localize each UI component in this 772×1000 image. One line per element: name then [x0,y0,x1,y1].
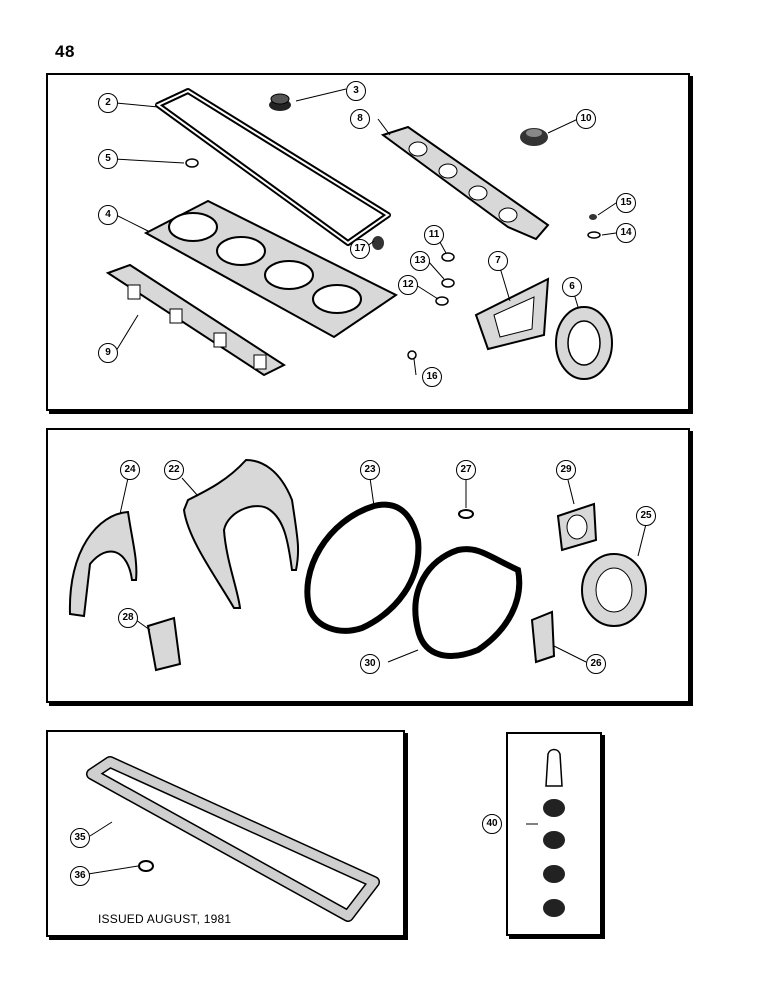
leader-lines-bottom [87,821,139,875]
housing-gasket-drawing [304,501,422,634]
washer-36-drawing [138,860,154,872]
callout-25: 25 [636,506,656,526]
panel-valve-seal-kit: 40 [482,732,602,936]
callout-40: 40 [482,814,502,834]
callout-28: 28 [118,608,138,628]
callout-10: 10 [576,109,596,129]
manifold-gasket-drawing [105,263,287,377]
callout-14: 14 [616,223,636,243]
small-seal-drawing [589,214,597,220]
callout-17: 17 [350,239,370,259]
callout-8: 8 [350,109,370,129]
callout-4: 4 [98,205,118,225]
callout-12: 12 [398,275,418,295]
callout-36: 36 [70,866,90,886]
leader-lines-mid [119,477,647,663]
callout-23: 23 [360,460,380,480]
page-number: 48 [55,42,75,61]
small-grommet-drawing [372,236,384,250]
timing-cover-gasket-drawing [182,458,300,609]
head-gasket-drawing [143,199,398,339]
callout-29: 29 [556,460,576,480]
callout-30: 30 [360,654,380,674]
seal-drawing [520,128,548,146]
callout-6: 6 [562,277,582,297]
callout-26: 26 [586,654,606,674]
head-gasket-illustration [105,88,617,380]
valve-cover-gasket-drawing [155,88,391,246]
callout-15: 15 [616,193,636,213]
seal-installer-drawing [545,748,563,787]
callout-9: 9 [98,343,118,363]
panel-oil-pan-gasket: 35 36 ISSUED AUGUST, 1981 [46,730,405,937]
grommet-drawing [269,93,291,111]
callout-35: 35 [70,828,90,848]
washer-11-drawing [441,252,455,262]
callout-3: 3 [346,81,366,101]
oil-pan-gasket-illustration [86,756,380,922]
washer-13-drawing [441,278,455,288]
small-gasket-26-drawing [530,610,556,664]
oil-pan-gasket-drawing [86,756,380,922]
washer-drawing [185,158,199,168]
callout-16: 16 [422,367,442,387]
panel-head-gaskets: 2 3 4 5 6 7 8 9 10 11 12 13 14 15 16 17 [46,73,690,411]
valve-seals-drawing [543,799,565,917]
valve-seal-kit-illustration [526,748,565,917]
timing-gasket-illustration [68,458,647,672]
callout-2: 2 [98,93,118,113]
callout-7: 7 [488,251,508,271]
callout-13: 13 [410,251,430,271]
callout-22: 22 [164,460,184,480]
o-ring-27-drawing [458,509,474,519]
o-ring-drawing [587,231,601,239]
front-seal-gasket-drawing [68,510,138,618]
panel-timing-gaskets: 22 23 24 25 26 27 28 29 30 [46,428,690,703]
issue-date: ISSUED AUGUST, 1981 [98,912,232,926]
callout-24: 24 [120,460,140,480]
ring-gasket-drawing [555,306,613,380]
washer-16-drawing [407,350,417,360]
cover-gasket-30-drawing [412,546,523,659]
callout-27: 27 [456,460,476,480]
washer-12-drawing [435,296,449,306]
small-gasket-28-drawing [146,616,182,672]
exhaust-gasket-drawing [380,125,550,241]
callout-5: 5 [98,149,118,169]
cover-gasket-drawing [474,277,550,351]
callout-11: 11 [424,225,444,245]
